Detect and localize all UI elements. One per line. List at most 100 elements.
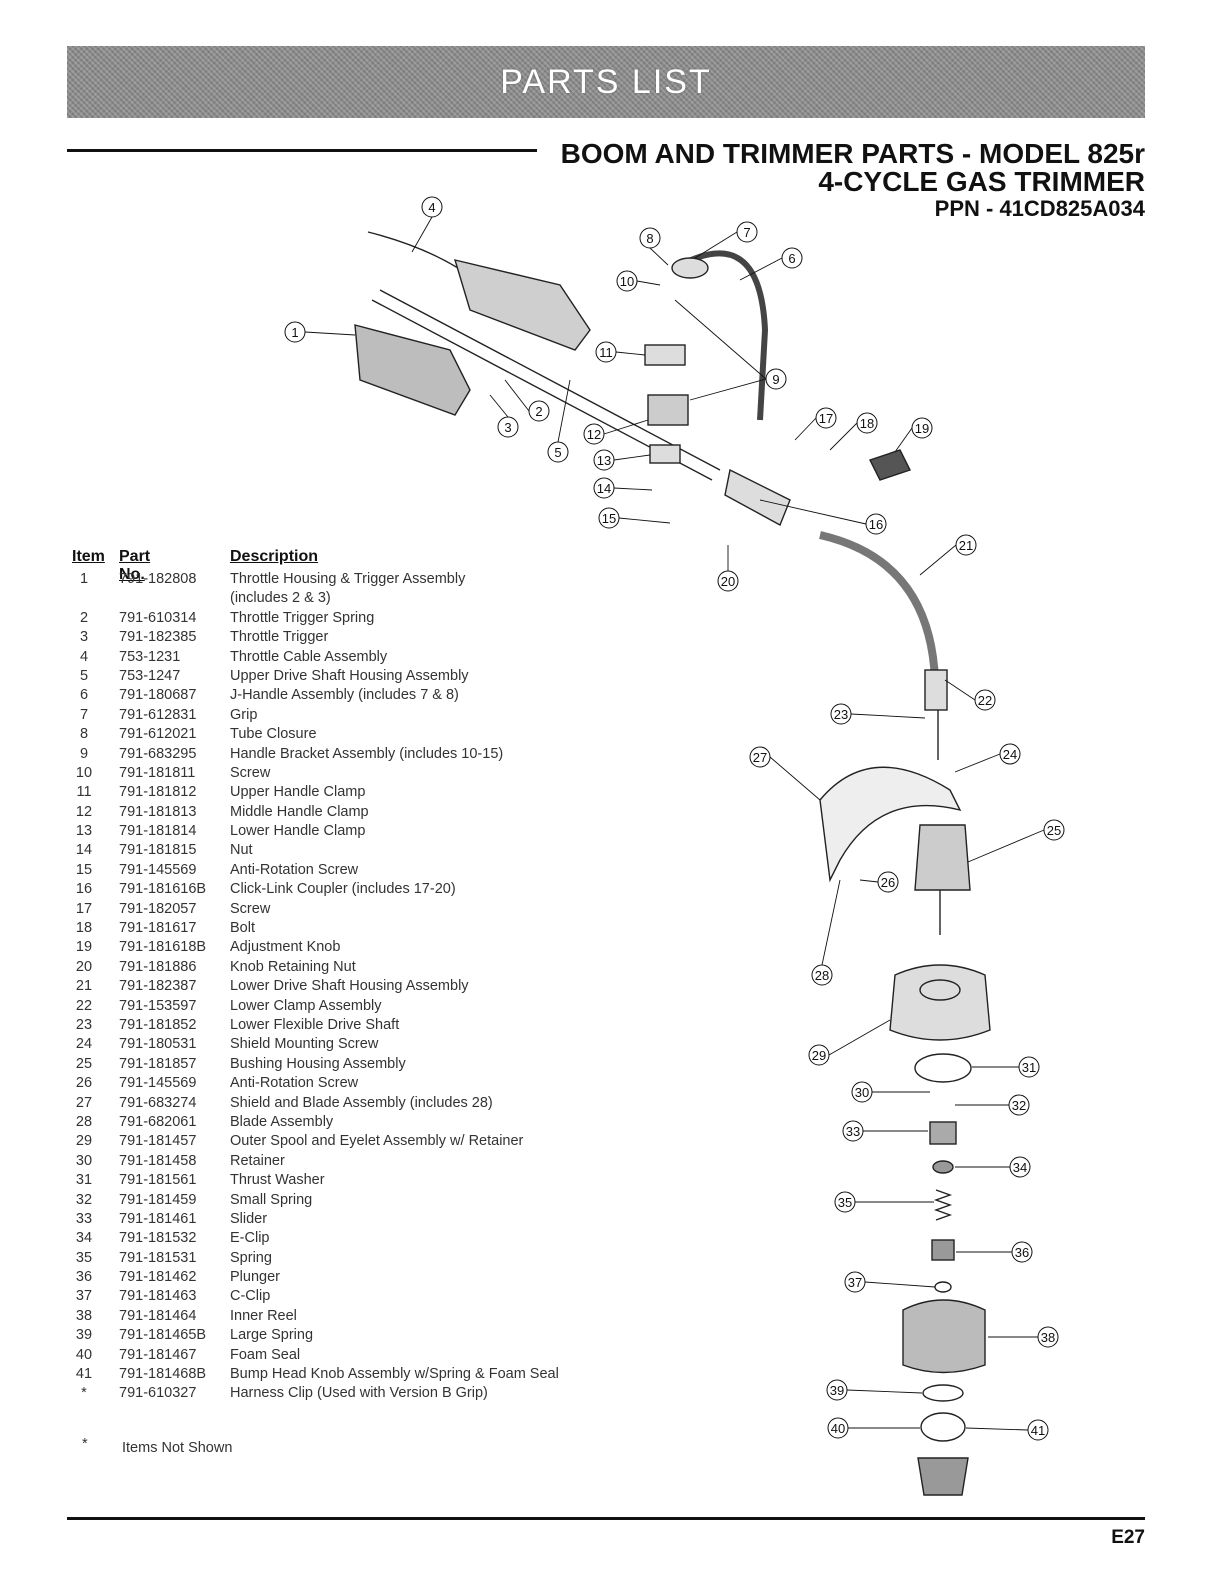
item-number: * <box>81 1385 87 1402</box>
part-number: 791-181813 <box>119 803 197 820</box>
adjustment-knob-part <box>869 449 911 481</box>
svg-text:15: 15 <box>602 511 616 526</box>
part-description: Lower Drive Shaft Housing Assembly <box>230 978 469 995</box>
part-description: J-Handle Assembly (includes 7 & 8) <box>230 687 459 704</box>
item-number: 40 <box>75 1346 93 1363</box>
svg-text:28: 28 <box>815 968 829 983</box>
part-description: Adjustment Knob <box>230 939 341 956</box>
svg-text:34: 34 <box>1013 1160 1027 1175</box>
item-number: 32 <box>75 1191 93 1208</box>
throttle-housing-bottom-part <box>354 324 471 416</box>
callout-14: 14 <box>593 477 615 499</box>
part-number: 791-180531 <box>119 1036 197 1053</box>
throttle-cable-part <box>367 231 459 269</box>
part-description: Inner Reel <box>230 1307 297 1324</box>
part-description: Retainer <box>230 1152 285 1169</box>
section-title: BOOM AND TRIMMER PARTS - MODEL 825r <box>560 138 1145 169</box>
item-number: 9 <box>79 745 89 762</box>
item-number: 26 <box>75 1075 93 1092</box>
callout-7: 7 <box>736 221 758 243</box>
item-number: 30 <box>75 1152 93 1169</box>
svg-text:29: 29 <box>812 1048 826 1063</box>
part-description: Grip <box>230 706 258 723</box>
upper-shaft-part <box>379 289 721 471</box>
callout-23: 23 <box>830 703 852 725</box>
item-number: 27 <box>75 1094 93 1111</box>
item-number: 33 <box>75 1210 93 1227</box>
callout-6: 6 <box>781 247 803 269</box>
part-number: 791-181886 <box>119 958 197 975</box>
part-description: Screw <box>230 764 271 781</box>
item-number: 28 <box>75 1113 93 1130</box>
part-description: Handle Bracket Assembly (includes 10-15) <box>230 745 504 762</box>
item-number: 39 <box>75 1327 93 1344</box>
part-number: 791-181464 <box>119 1307 197 1324</box>
part-number: 791-682061 <box>119 1113 197 1130</box>
callout-18: 18 <box>856 412 878 434</box>
item-number: 21 <box>75 978 93 995</box>
footnote-text: Items Not Shown <box>122 1440 233 1456</box>
part-number: 791-181459 <box>119 1191 197 1208</box>
part-description: Plunger <box>230 1269 280 1286</box>
part-number: 791-683295 <box>119 745 197 762</box>
part-number: 791-181465B <box>119 1327 207 1344</box>
svg-text:4: 4 <box>428 200 435 215</box>
part-description: Lower Flexible Drive Shaft <box>230 1016 400 1033</box>
part-number: 791-181531 <box>119 1249 197 1266</box>
svg-text:5: 5 <box>554 445 561 460</box>
item-number: 25 <box>75 1055 93 1072</box>
part-number: 791-181462 <box>119 1269 197 1286</box>
callout-16: 16 <box>865 513 887 535</box>
svg-text:25: 25 <box>1047 823 1061 838</box>
part-description: E-Clip <box>230 1230 270 1247</box>
foam-seal-part <box>920 1412 966 1442</box>
callout-labels: 1 2 3 4 5 6 7 8 9 10 11 12 13 14 15 16 1… <box>284 196 1065 1441</box>
part-number: 791-181812 <box>119 784 197 801</box>
callout-1: 1 <box>284 321 306 343</box>
part-description: Anti-Rotation Screw <box>230 1075 359 1092</box>
callout-25: 25 <box>1043 819 1065 841</box>
part-number: 791-181458 <box>119 1152 197 1169</box>
part-number: 791-182057 <box>119 900 197 917</box>
part-number: 791-182385 <box>119 629 197 646</box>
part-number: 791-181852 <box>119 1016 197 1033</box>
svg-text:32: 32 <box>1012 1098 1026 1113</box>
callout-21: 21 <box>955 534 977 556</box>
callout-37: 37 <box>844 1271 866 1293</box>
svg-text:8: 8 <box>646 231 653 246</box>
item-number: 12 <box>75 803 93 820</box>
item-number: 36 <box>75 1269 93 1286</box>
svg-text:22: 22 <box>978 693 992 708</box>
inner-reel-part <box>902 1299 986 1374</box>
item-number: 19 <box>75 939 93 956</box>
svg-text:3: 3 <box>504 420 511 435</box>
part-number: 791-181532 <box>119 1230 197 1247</box>
svg-text:37: 37 <box>848 1275 862 1290</box>
part-description: Outer Spool and Eyelet Assembly w/ Retai… <box>230 1133 524 1150</box>
item-number: 20 <box>75 958 93 975</box>
part-number: 791-181811 <box>119 764 196 781</box>
svg-text:7: 7 <box>743 225 750 240</box>
svg-text:33: 33 <box>846 1124 860 1139</box>
item-number: 5 <box>79 667 89 684</box>
part-number: 791-612831 <box>119 706 197 723</box>
section-subtitle: 4-CYCLE GAS TRIMMER <box>818 166 1145 197</box>
part-description: Click-Link Coupler (includes 17-20) <box>230 881 456 898</box>
item-number: 2 <box>79 609 89 626</box>
callout-38: 38 <box>1037 1326 1059 1348</box>
item-number: 17 <box>75 900 93 917</box>
svg-text:18: 18 <box>860 416 874 431</box>
svg-text:1: 1 <box>291 325 298 340</box>
callout-39: 39 <box>826 1379 848 1401</box>
item-number: 37 <box>75 1288 93 1305</box>
callout-4: 4 <box>421 196 443 218</box>
svg-text:19: 19 <box>915 421 929 436</box>
coupler-part <box>724 468 791 526</box>
item-number: 23 <box>75 1016 93 1033</box>
footer-rule <box>67 1517 1145 1520</box>
part-description: Upper Handle Clamp <box>230 784 366 801</box>
outer-spool-part <box>889 964 991 1041</box>
header-part-no: Part No. <box>119 548 151 583</box>
part-description: Shield and Blade Assembly (includes 28) <box>230 1094 493 1111</box>
part-description: Upper Drive Shaft Housing Assembly <box>230 667 469 684</box>
